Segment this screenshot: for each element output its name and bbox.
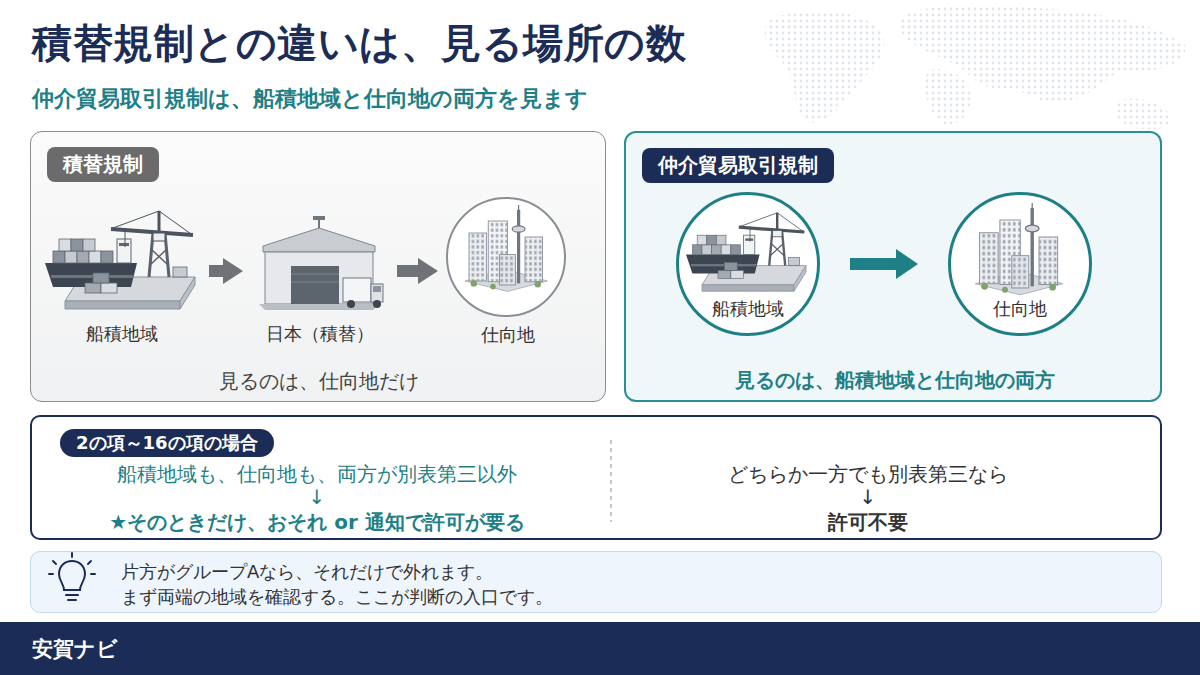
condition-text: どちらか一方でも別表第三なら	[728, 461, 1008, 488]
tip-text: まず両端の地域を確認する。ここが判断の入口です。	[121, 585, 553, 609]
text-slot: 仕向地	[951, 297, 1089, 321]
place-label: 船積地域	[86, 322, 158, 346]
text-slot: 船積地域	[43, 322, 201, 346]
bulb-icon	[49, 553, 95, 600]
place-label: 船積地域	[708, 297, 788, 321]
tip-box: 片方がグループAなら、それだけで外れます。まず両端の地域を確認する。ここが判断の…	[30, 551, 1162, 613]
footer-band: 安賀ナビ	[0, 622, 1200, 675]
port-illustration	[45, 211, 195, 309]
flow-arrow	[850, 249, 918, 279]
flow-down-mark: ↓	[309, 485, 326, 509]
text-slot: ↓	[592, 485, 1144, 509]
panel-tag: 仲介貿易取引規制	[642, 148, 834, 183]
port-illustration	[686, 213, 806, 291]
place-circle: 仕向地	[948, 192, 1092, 336]
text-slot: 2の項～16の項の場合	[60, 429, 460, 457]
rule-panel: 仲介貿易取引規制見るのは、船積地域と仕向地の両方 船積地域 仕向地	[624, 131, 1162, 402]
place-label: 仕向地	[481, 323, 535, 347]
subtitle: 仲介貿易取引規制は、船積地域と仕向地の両方を見ます	[32, 84, 588, 114]
text-slot: 積替規制	[47, 147, 347, 182]
warehouse-illustration	[259, 216, 383, 310]
condition-result: 許可不要	[828, 509, 908, 536]
text-slot: 安賀ナビ	[32, 635, 432, 663]
title-wrap: 積替規制との違いは、見る場所の数	[32, 16, 686, 71]
text-slot: 仕向地	[448, 323, 568, 347]
condition-text: 船積地域も、仕向地も、両方が別表第三以外	[117, 461, 517, 488]
text-slot: ★そのときだけ、おそれ or 通知で許可が要る	[32, 509, 602, 536]
tip-text: 片方がグループAなら、それだけで外れます。	[121, 560, 493, 584]
rule-panel: 積替規制見るのは、仕向地だけ 船積地域 日本（積替） 仕向地	[30, 131, 606, 402]
text-slot: 仲介貿易取引規制	[642, 148, 942, 183]
place-node: 日本（積替）	[251, 196, 389, 346]
flow-down-mark: ↓	[860, 485, 877, 509]
city-illustration	[975, 203, 1063, 295]
text-slot: 片方がグループAなら、それだけで外れます。	[121, 560, 1141, 584]
text-slot: 日本（積替）	[251, 322, 389, 346]
place-circle: 仕向地	[446, 197, 566, 317]
city-illustration	[465, 205, 547, 291]
brand-name: 安賀ナビ	[32, 635, 118, 663]
place-label: 仕向地	[989, 297, 1051, 321]
panel-tag: 積替規制	[47, 147, 159, 182]
place-label: 日本（積替）	[266, 322, 374, 346]
divider	[610, 440, 612, 522]
panel-note: 見るのは、仕向地だけ	[219, 368, 419, 395]
flow-arrow	[397, 258, 438, 284]
condition-result: ★そのときだけ、おそれ or 通知で許可が要る	[109, 509, 524, 536]
place-node: 船積地域	[43, 196, 201, 346]
text-slot: どちらか一方でも別表第三なら	[592, 461, 1144, 488]
condition-box: 2の項～16の項の場合船積地域も、仕向地も、両方が別表第三以外↓★そのときだけ、…	[30, 415, 1162, 540]
text-slot: 船積地域も、仕向地も、両方が別表第三以外	[32, 461, 602, 488]
text-slot: 見るのは、船積地域と仕向地の両方	[626, 367, 1164, 394]
caption-wrap: 仲介貿易取引規制は、船積地域と仕向地の両方を見ます	[32, 84, 588, 114]
panel-note: 見るのは、船積地域と仕向地の両方	[735, 367, 1055, 394]
text-slot: 見るのは、仕向地だけ	[31, 368, 607, 395]
text-slot: ↓	[32, 485, 602, 509]
text-slot: 船積地域	[679, 297, 817, 321]
place-circle: 船積地域	[676, 192, 820, 336]
flow-arrow	[209, 258, 243, 284]
condition-tag: 2の項～16の項の場合	[60, 429, 274, 457]
title: 積替規制との違いは、見る場所の数	[32, 16, 686, 71]
text-slot: 許可不要	[592, 509, 1144, 536]
text-slot: まず両端の地域を確認する。ここが判断の入口です。	[121, 585, 1141, 609]
